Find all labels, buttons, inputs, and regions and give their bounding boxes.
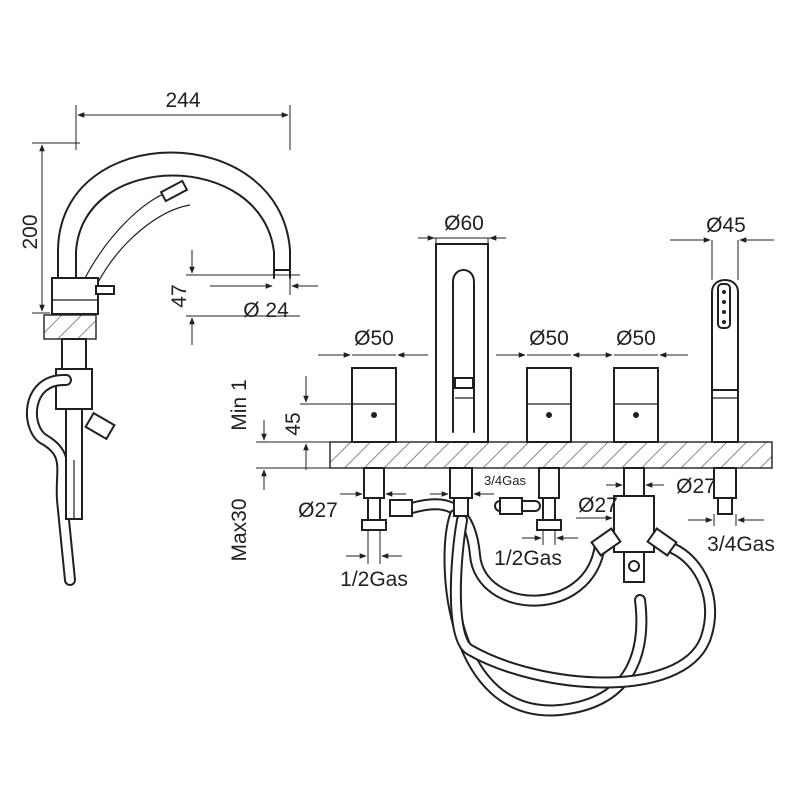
handle-mid <box>526 367 572 443</box>
dim-diameter-50-left: Ø50 <box>354 327 394 350</box>
dim-diameter-60: Ø60 <box>444 212 484 235</box>
dim-thread-mid: 1/2Gas <box>494 547 562 570</box>
dim-thread-left: 1/2Gas <box>340 568 408 591</box>
side-body <box>51 277 99 315</box>
dim-47: 47 <box>168 284 191 307</box>
side-deck-section <box>43 314 97 340</box>
hand-shower <box>711 279 739 443</box>
dim-thread-spout: 3/4Gas <box>484 473 526 488</box>
dim-45: 45 <box>282 412 305 435</box>
dim-diameter-50-mid: Ø50 <box>529 327 569 350</box>
front-dimensions: Ø60 Ø45 Ø50 Ø50 Ø50 45 Min 1 Max30 <box>228 212 775 591</box>
dim-200: 200 <box>19 214 42 249</box>
dim-max-30: Max30 <box>228 498 251 561</box>
dim-diameter-27-right: Ø27 <box>676 475 716 498</box>
dim-diameter-50-right: Ø50 <box>616 327 656 350</box>
connection-hoses <box>406 498 717 717</box>
dim-min-1: Min 1 <box>228 379 251 430</box>
dim-diameter-24: Ø 24 <box>243 299 289 322</box>
spout-arc-inner <box>75 174 275 279</box>
deck-section <box>329 441 773 469</box>
spout-arc-outer <box>57 151 291 279</box>
handle-right <box>613 367 659 443</box>
front-view <box>329 243 773 717</box>
side-lever <box>95 285 115 295</box>
spout-column <box>435 243 489 443</box>
handle-left <box>351 367 397 443</box>
side-dimensions: 244 200 47 Ø 24 <box>19 89 318 345</box>
dim-diameter-27-left: Ø27 <box>298 499 338 522</box>
dim-diameter-45: Ø45 <box>706 214 746 237</box>
dim-thread-shower: 3/4Gas <box>707 533 775 556</box>
side-view <box>26 151 291 586</box>
shanks <box>361 467 737 583</box>
diverter-valve <box>613 495 655 553</box>
dim-244: 244 <box>165 89 200 112</box>
dim-diameter-27-mid: Ø27 <box>578 494 618 517</box>
